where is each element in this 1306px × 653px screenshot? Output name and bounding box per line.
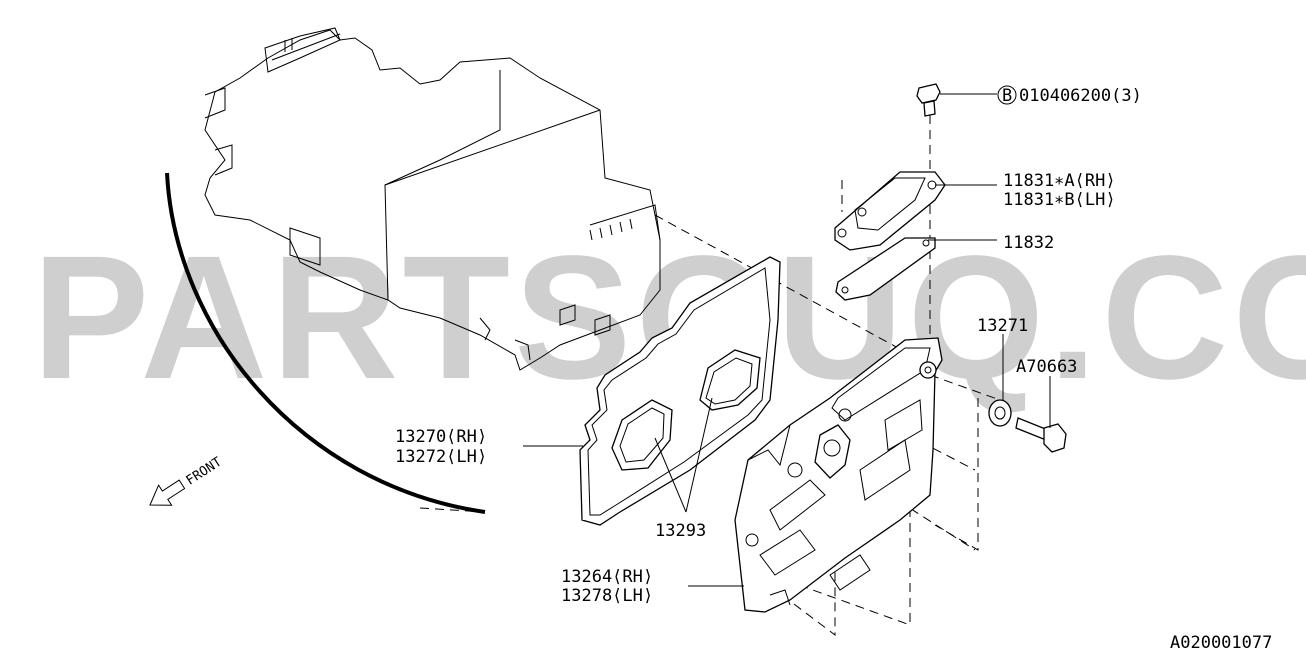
callout-bolt-ref: B 010406200(3) [997,85,1142,106]
rocker-cover-part [734,337,943,613]
rocker-lh-part-number: 13278⟨LH⟩ [561,586,653,606]
engine-block [204,27,661,371]
plate-part [835,237,936,301]
stud-bolt-part [1015,417,1067,453]
washer-part [988,399,1012,427]
front-label: FRONT [184,455,225,489]
diagram-code: A020001077 [1170,633,1272,653]
cover-b-part-number: 11831∗B⟨LH⟩ [1003,190,1116,210]
engine-arc [165,172,486,514]
gasket-rh-part-number: 13270⟨RH⟩ [395,427,487,447]
arc-tail [419,507,486,513]
cover-a-part-number: 11831∗A⟨RH⟩ [1003,171,1116,191]
circle-letter: B [1002,86,1012,106]
washer-part-number: 13271 [977,316,1028,336]
plug-gasket-part-number: 13293 [655,521,706,541]
bolt-ref-part-number: 010406200(3) [1019,86,1142,106]
gasket-part [579,256,781,526]
front-arrow: FRONT [149,455,225,506]
leader-lines [523,93,1051,587]
cover-part [834,171,946,251]
bolt-part [916,83,941,117]
gasket-lh-part-number: 13272⟨LH⟩ [395,447,487,467]
bolt-part-number: A70663 [1016,357,1077,377]
plate-part-number: 11832 [1003,233,1054,253]
circle-letter-icon [997,85,1017,105]
rocker-rh-part-number: 13264⟨RH⟩ [561,567,653,587]
